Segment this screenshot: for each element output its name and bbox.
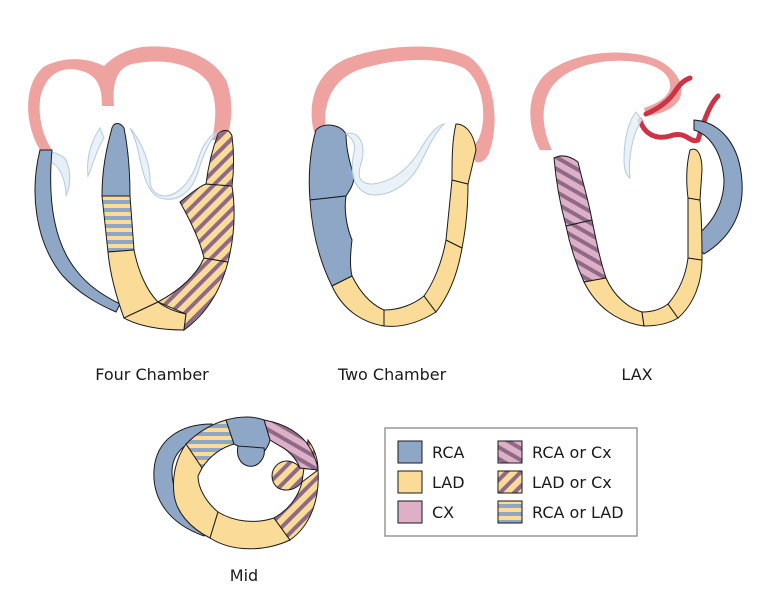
two-chamber-anterior-mid-lad (445, 179, 469, 249)
four-chamber-septum-rca-or-lad (101, 195, 135, 253)
four-chamber-label: Four Chamber (95, 365, 209, 384)
four-chamber-septum-rca (101, 123, 131, 197)
two-chamber-anterior-apical-lad (423, 239, 463, 313)
mid-label: Mid (230, 566, 258, 585)
legend-swatch-lad (397, 470, 423, 494)
four-chamber-lateral-mid (179, 183, 235, 263)
legend-label-rca-or-lad: RCA or LAD (532, 503, 624, 522)
mid-rv-free-wall (153, 423, 213, 537)
lax-mitral-valve (623, 111, 643, 179)
mid-lateral-rca-or-cx (263, 419, 319, 471)
legend-swatch-rca-or-lad (497, 500, 523, 524)
two-chamber-inferior-basal-rca (308, 124, 355, 201)
four-chamber-view (28, 46, 235, 332)
lax-label: LAX (621, 365, 652, 384)
four-chamber-mitral-valve (129, 127, 220, 200)
lax-aorta-root (637, 93, 721, 144)
lax-inferolateral-mid-rca-or-cx (565, 219, 607, 283)
lax-anteroseptal-mid-lad (687, 197, 703, 261)
four-chamber-lateral-basal (205, 129, 234, 187)
two-chamber-anterior-basal-lad (451, 123, 477, 185)
four-chamber-atria (28, 46, 232, 150)
four-chamber-rv-wall (34, 149, 121, 313)
legend-label-rca-or-cx: RCA or Cx (532, 443, 612, 462)
two-chamber-inferior-apical-lad (331, 275, 385, 327)
legend-swatch-rca-or-cx (497, 440, 523, 464)
legend-label-lad-or-cx: LAD or Cx (532, 473, 612, 492)
two-chamber-label: Two Chamber (337, 365, 447, 384)
mid-inferoseptal-lad (173, 443, 219, 539)
legend-label-rca: RCA (432, 443, 464, 462)
two-chamber-mitral-valve (344, 123, 446, 196)
legend-swatch-rca (397, 440, 423, 464)
four-chamber-tricuspid-leaflet (87, 126, 105, 178)
legend-swatch-cx (397, 500, 423, 524)
lax-apical-lad (583, 277, 645, 327)
lax-view (530, 52, 743, 327)
legend: RCA LAD CX RCA or Cx LAD or Cx RCA or LA… (384, 427, 638, 537)
legend-swatch-lad-or-cx (497, 470, 523, 494)
lax-aorta-upper (643, 75, 693, 117)
lax-inferolateral-basal-rca-or-cx (553, 155, 593, 227)
mid-view (153, 416, 319, 550)
lax-anteroseptal-apical-lad (667, 257, 703, 319)
legend-label-cx: CX (432, 503, 454, 522)
two-chamber-inferior-mid-rca (309, 195, 353, 287)
mid-papillary-rca (237, 445, 265, 467)
two-chamber-view (308, 46, 495, 327)
lax-left-atrium (530, 52, 682, 150)
lax-anteroseptal-basal-lad (686, 148, 703, 201)
legend-label-lad: LAD (432, 473, 465, 492)
lax-anterior-wall-rca (689, 119, 743, 255)
